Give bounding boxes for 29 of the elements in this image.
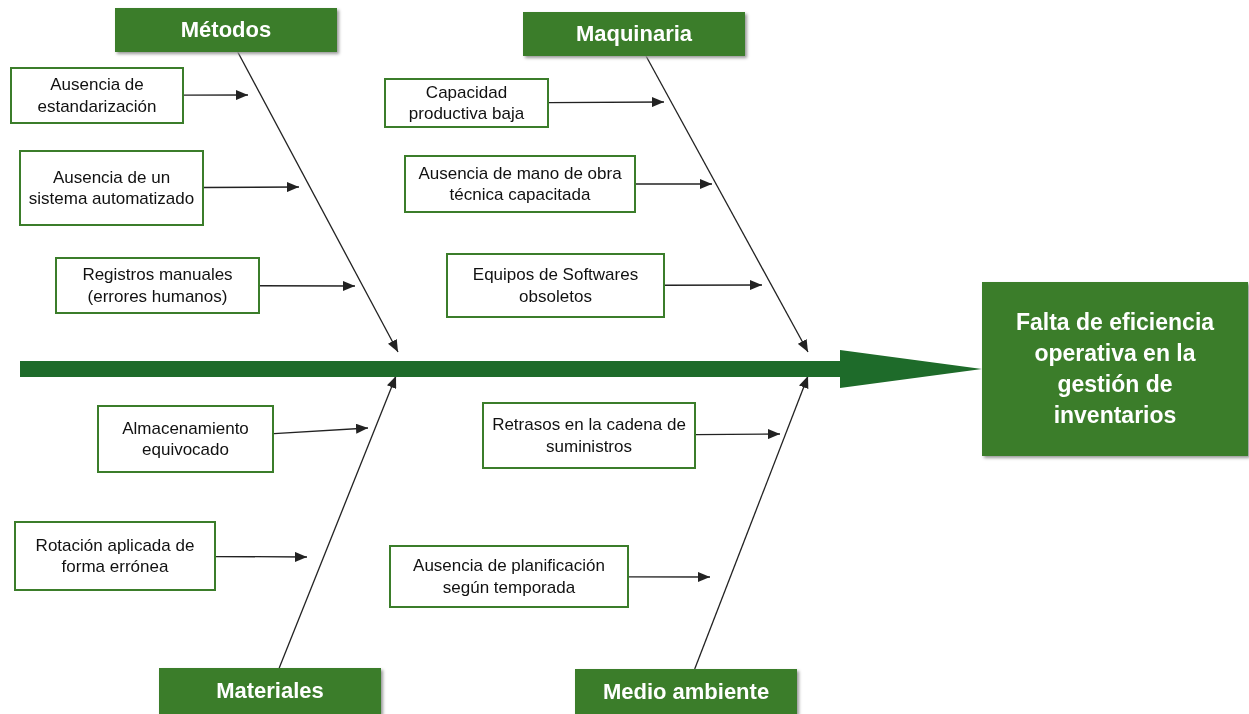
cause-box: Ausencia de estandarización (10, 67, 184, 124)
cause-box: Ausencia de un sistema automatizado (19, 150, 204, 226)
arrow (664, 280, 763, 291)
cause-box: Capacidad productiva baja (384, 78, 549, 128)
category-header: Medio ambiente (575, 669, 797, 714)
category-header: Materiales (159, 668, 381, 714)
arrow (203, 182, 300, 193)
category-header: Métodos (115, 8, 337, 52)
cause-box: Ausencia de mano de obra técnica capacitada (404, 155, 636, 213)
category-header: Maquinaria (523, 12, 745, 56)
bone-arrow (694, 375, 809, 670)
cause-box: Almacenamiento equivocado (97, 405, 274, 473)
arrow (548, 97, 665, 108)
bone-arrow (278, 375, 397, 669)
cause-box: Equipos de Softwares obsoletos (446, 253, 665, 318)
bone-arrow (645, 55, 809, 353)
arrow (273, 423, 369, 435)
cause-box: Registros manuales (errores humanos) (55, 257, 260, 314)
arrow (215, 551, 308, 562)
arrow (628, 571, 711, 582)
cause-box: Ausencia de planificación según temporada (389, 545, 629, 608)
arrow (695, 429, 781, 440)
effect-box: Falta de eficiencia operativa en la gestión de inventarios (982, 282, 1248, 456)
arrow (183, 90, 249, 101)
arrow (635, 179, 713, 189)
bone-arrow (237, 51, 399, 353)
arrow (259, 280, 356, 291)
cause-box: Rotación aplicada de forma errónea (14, 521, 216, 591)
cause-box: Retrasos en la cadena de suministros (482, 402, 696, 469)
